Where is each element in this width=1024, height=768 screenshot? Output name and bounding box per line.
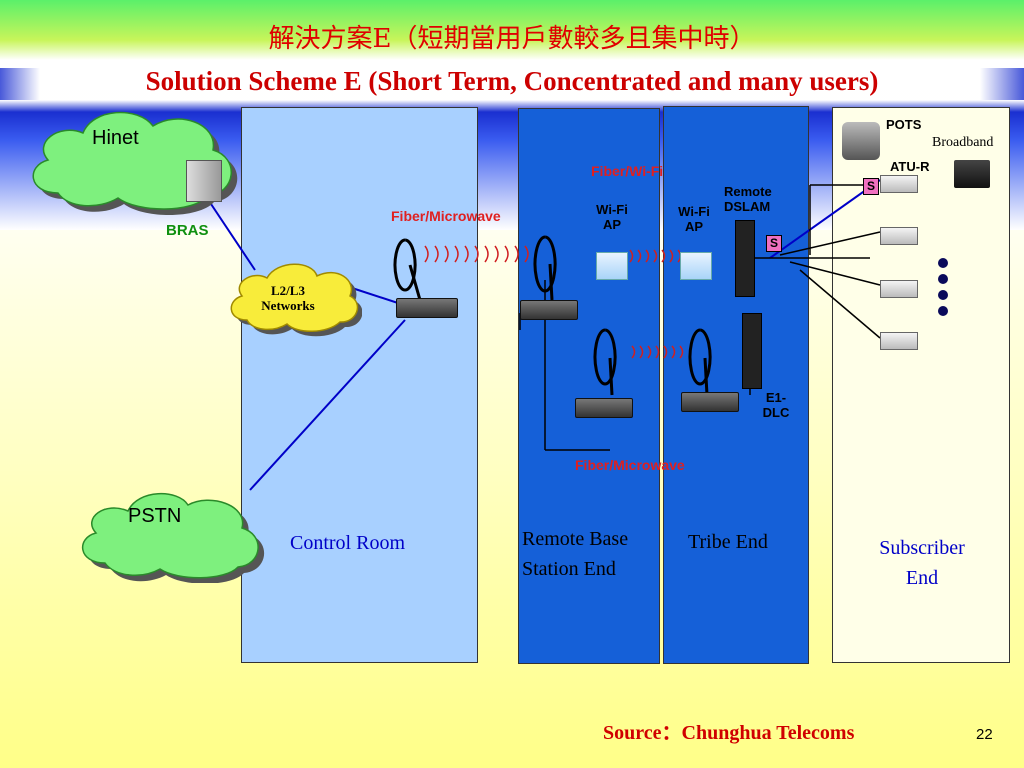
- splitter-subscriber: S: [863, 178, 879, 195]
- wifi-ap-2-label: Wi-Fi AP: [678, 204, 710, 234]
- subscriber-modem-3-icon: [880, 280, 918, 298]
- control-radio-device-icon: [396, 298, 458, 318]
- remote-base-panel: [518, 108, 660, 664]
- ellipsis-dots-icon: [938, 258, 948, 316]
- control-room-label: Control Room: [290, 532, 406, 554]
- atu-r-modem-icon: [880, 175, 918, 193]
- page-number: 22: [976, 726, 993, 743]
- wifi-ap-icon: [596, 252, 628, 280]
- network-label: L2/L3 Networks: [261, 283, 315, 313]
- e1-dlc-rack-icon: [742, 313, 762, 389]
- remote-radio-device-2-icon: [575, 398, 633, 418]
- fiber-microwave-top-label: Fiber/Microwave: [391, 208, 501, 224]
- pstn-cloud: [81, 493, 265, 583]
- dish-antennas: [393, 235, 712, 396]
- tribe-radio-device-icon: [681, 392, 739, 412]
- tribe-end-label: Tribe End: [688, 531, 768, 553]
- atu-r-label: ATU-R: [890, 159, 930, 174]
- wifi-ap-label: Wi-Fi AP: [596, 202, 628, 232]
- fiber-wifi-label: Fiber/Wi-Fi: [591, 163, 664, 179]
- title-english: Solution Scheme E (Short Term, Concentra…: [145, 66, 879, 96]
- title-chinese: 解決方案E（短期當用戶數較多且集中時）: [268, 24, 756, 54]
- bras-router-icon: [186, 160, 222, 202]
- wifi-ap-2-icon: [680, 252, 712, 280]
- e1-dlc-label: E1-DLC: [762, 390, 790, 420]
- laptop-icon: [954, 160, 990, 188]
- radio-waves: [424, 245, 684, 359]
- bras-label: BRAS: [166, 222, 209, 239]
- pots-label: POTS: [886, 117, 922, 132]
- link-lines: [204, 179, 881, 491]
- subscriber-modem-2-icon: [880, 227, 918, 245]
- subscriber-panel: [832, 107, 1010, 663]
- pstn-label: PSTN: [128, 505, 182, 527]
- control-room-panel: [241, 107, 478, 663]
- broadband-label: Broadband: [932, 135, 994, 150]
- subscriber-label: Subscriber End: [879, 537, 965, 589]
- splitter-tribe: S: [766, 235, 782, 252]
- fiber-microwave-bottom-label: Fiber/Microwave: [575, 457, 685, 473]
- tribe-end-panel: [663, 106, 809, 664]
- subscriber-modem-4-icon: [880, 332, 918, 350]
- remote-base-label: Remote Base Station End: [522, 528, 629, 580]
- source-label: Source：Chunghua Telecoms: [603, 722, 855, 744]
- network-cloud: [230, 263, 362, 337]
- remote-dslam-label: Remote DSLAM: [724, 184, 772, 214]
- hinet-label: Hinet: [92, 127, 139, 149]
- remote-radio-device-icon: [520, 300, 578, 320]
- remote-dslam-rack-icon: [735, 220, 755, 297]
- telephone-icon: [842, 122, 880, 160]
